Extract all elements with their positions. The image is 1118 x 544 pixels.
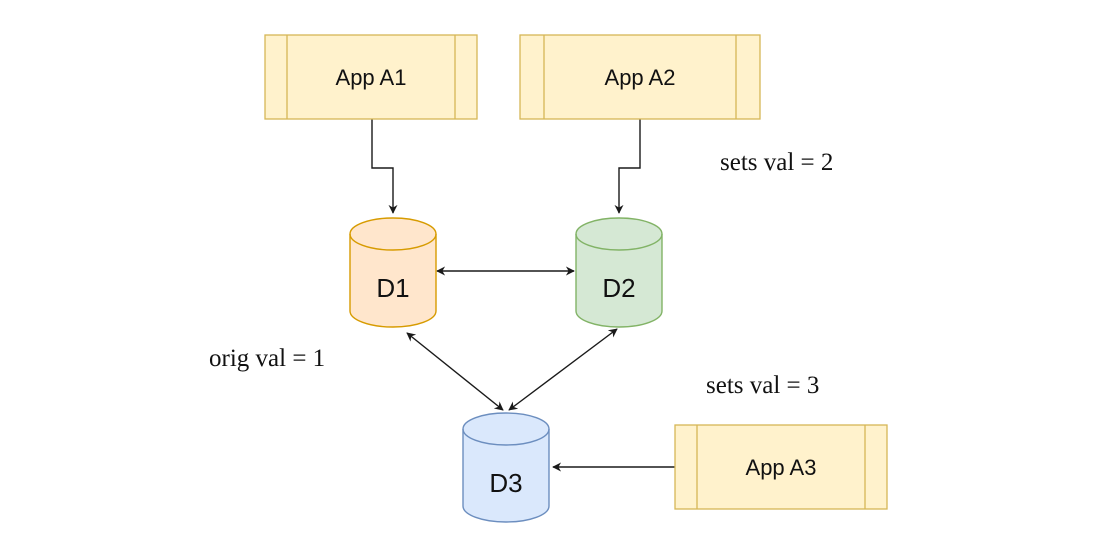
app-a1-label: App A1 xyxy=(336,65,407,90)
note-orig-val: orig val = 1 xyxy=(209,345,325,372)
database-d3-label: D3 xyxy=(489,468,522,498)
database-d1-label: D1 xyxy=(376,273,409,303)
arrow-d1-d3 xyxy=(406,332,504,411)
database-d1-cylinder[interactable]: D1 xyxy=(349,217,437,328)
note-a2-sets-val: sets val = 2 xyxy=(720,149,833,176)
database-d2-label: D2 xyxy=(602,273,635,303)
note-a3-sets-val: sets val = 3 xyxy=(706,372,819,399)
app-a2-label: App A2 xyxy=(605,65,676,90)
app-a1-box[interactable]: App A1 xyxy=(264,34,478,120)
app-a2-box[interactable]: App A2 xyxy=(519,34,761,120)
database-d2-cylinder[interactable]: D2 xyxy=(575,217,663,328)
arrow-d2-d3 xyxy=(508,328,618,411)
app-a3-label: App A3 xyxy=(746,455,817,480)
arrow-a1-to-d1 xyxy=(371,119,398,214)
arrow-a2-to-d2 xyxy=(614,119,641,214)
app-a3-box[interactable]: App A3 xyxy=(674,424,888,510)
database-d3-cylinder[interactable]: D3 xyxy=(462,412,550,523)
